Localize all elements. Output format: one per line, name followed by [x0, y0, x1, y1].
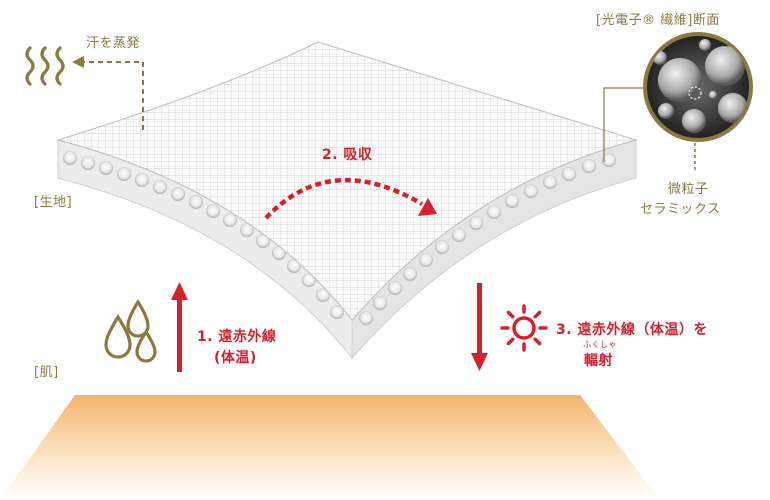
radiation-sun-icon — [500, 304, 548, 352]
sweat-drops-icon — [104, 299, 157, 363]
step3-ruby: ふくしゃ — [583, 340, 617, 349]
fabric-label: [生地] — [34, 195, 73, 210]
particle-label-line2: セラミックス — [640, 202, 721, 217]
absorb-label: 2. 吸収 — [322, 147, 373, 163]
evaporate-label: 汗を蒸発 — [86, 36, 141, 51]
arrow-up-icon — [171, 282, 188, 372]
fiber-section-image — [643, 32, 753, 142]
curved-arrow-icon — [264, 177, 437, 220]
steam-icon — [25, 46, 65, 86]
skin-label: [肌] — [34, 365, 59, 380]
step1-label-line1: 1. 遠赤外線 — [197, 329, 277, 345]
step1-label-line2: (体温) — [214, 350, 257, 366]
particle-label-line1: 微粒子 — [668, 182, 709, 197]
step3-label-line1: 3. 遠赤外線（体温）を — [556, 322, 708, 338]
fabric-cells — [63, 151, 616, 325]
fiber-section-label: [光電子® 繊維]断面 — [596, 13, 720, 28]
fiber-leader-line — [603, 87, 646, 162]
skin-surface — [0, 395, 660, 500]
step3-label-line2: 輻射 — [584, 353, 613, 369]
evaporate-arrow — [72, 56, 144, 130]
arrow-down-icon — [471, 283, 488, 371]
